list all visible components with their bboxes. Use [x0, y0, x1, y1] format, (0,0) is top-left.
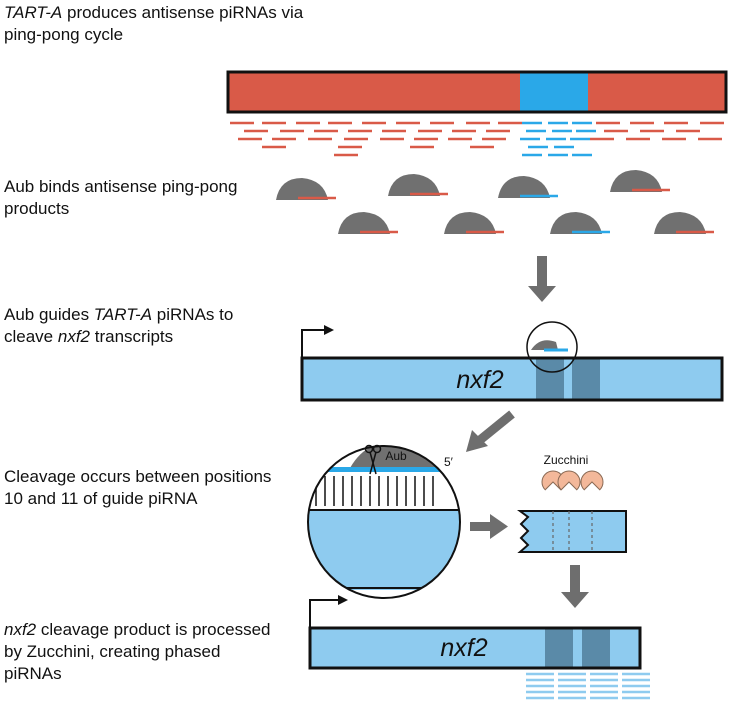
- step-text-part: TART-A: [93, 305, 153, 324]
- zucchini-enzymes: [541, 470, 604, 491]
- down-arrow-1: [528, 256, 556, 302]
- ping-pong-pirnas: [230, 121, 724, 157]
- aub-label: Aub: [385, 449, 407, 463]
- step-text-part: piRNAs to cleave: [4, 305, 234, 346]
- step-text-part: Aub binds antisense ping-pong products: [4, 177, 238, 218]
- step-2-text: Aub binds antisense ping-pong products: [4, 176, 244, 220]
- scissors-icon: [364, 444, 382, 475]
- aub-protein-shape: [610, 170, 662, 192]
- aub-protein-shape: [498, 176, 550, 198]
- phased-pirnas: [526, 672, 650, 700]
- aub-protein-shape: [276, 178, 328, 200]
- right-arrow: [470, 514, 508, 539]
- diagonal-arrow: [466, 410, 515, 452]
- zucchini-enzyme: [580, 470, 604, 491]
- cleaved-fragment: [517, 510, 627, 553]
- aub-protein-shape: [654, 212, 706, 234]
- step-1-text: TART-A produces antisense piRNAs via pin…: [4, 2, 334, 46]
- step-text-part: produces antisense piRNAs via ping-pong …: [4, 3, 304, 44]
- zucchini-enzyme: [557, 470, 581, 491]
- promoter-arrow-2: [309, 599, 340, 628]
- down-arrow-2: [561, 565, 589, 608]
- aub-protein-shape: [444, 212, 496, 234]
- step-text-part: Cleavage occurs between positions 10 and…: [4, 467, 272, 508]
- aub-proteins: [276, 170, 714, 234]
- aub-protein-shape: [550, 212, 602, 234]
- tart-a-transcript: [226, 70, 728, 114]
- promoter-arrow-1: [301, 329, 326, 358]
- nxf2-transcript-1: nxf2: [300, 356, 724, 402]
- aub-protein-shape: [338, 212, 390, 234]
- cleavage-callout-circle: [526, 321, 578, 373]
- nxf2-label-2: nxf2: [440, 634, 487, 662]
- step-4-text: Cleavage occurs between positions 10 and…: [4, 466, 284, 510]
- step-text-part: cleavage product is processed by Zucchin…: [4, 620, 271, 683]
- step-text-part: TART-A: [4, 3, 63, 22]
- step-text-part: nxf2: [4, 620, 37, 639]
- promoter-arrowhead-1: [324, 325, 334, 335]
- step-text-part: transcripts: [90, 327, 174, 346]
- step-text-part: Aub guides: [4, 305, 94, 324]
- step-3-text: Aub guides TART-A piRNAs to cleave nxf2 …: [4, 304, 274, 348]
- nxf2-label-1: nxf2: [456, 366, 503, 394]
- five-prime-label: 5′: [444, 455, 454, 469]
- aub-protein-shape: [388, 174, 440, 196]
- step-5-text: nxf2 cleavage product is processed by Zu…: [4, 619, 274, 685]
- nxf2-transcript-2: nxf2: [308, 626, 642, 670]
- zucchini-label: Zucchini: [544, 453, 589, 467]
- magnified-cleavage-view: Aub 5′: [307, 444, 461, 599]
- step-text-part: nxf2: [57, 327, 91, 346]
- promoter-arrowhead-2: [338, 595, 348, 605]
